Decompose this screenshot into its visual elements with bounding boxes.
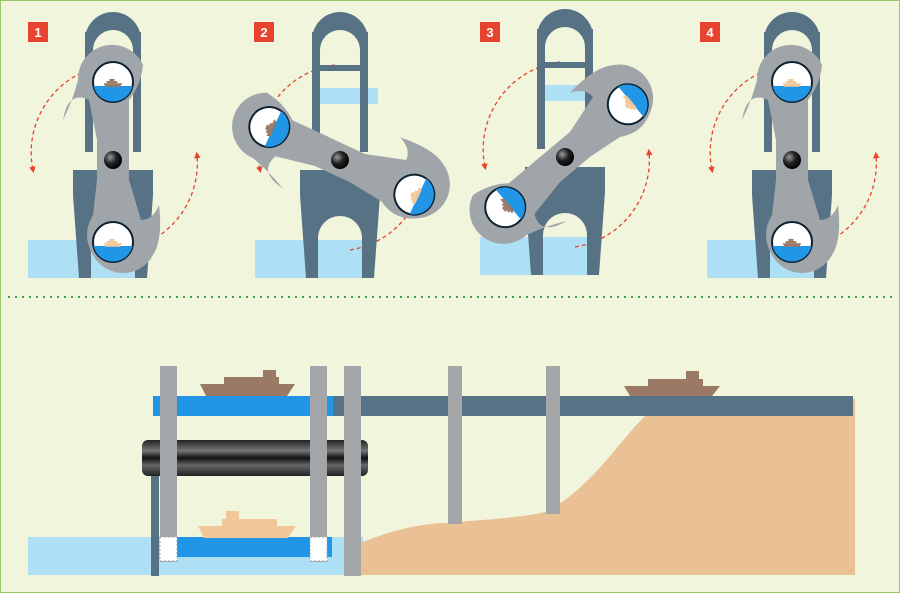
rotating-arm [742,44,840,273]
ship-icon [200,370,295,396]
upper-canal-water [318,88,378,104]
wheel-step-3 [469,9,684,275]
wheel-step-2 [232,12,450,278]
step-badge [28,22,48,42]
wheel-arm [160,366,177,562]
lower-gondola-water [160,537,332,557]
lower-gondola [93,222,133,262]
side-elevation [28,366,855,576]
step-number: 1 [34,25,41,40]
wheel-step-1 [28,12,197,278]
lower-gondola [772,222,812,262]
step-badge [480,22,500,42]
wheel-step-4 [707,12,876,278]
ship-icon [198,511,296,538]
axle-sphere [783,151,801,169]
upper-gondola-water [153,396,333,416]
step-number: 4 [706,25,714,40]
aqueduct-pillar [546,366,560,514]
step-number: 2 [260,25,267,40]
tower-column [151,476,159,576]
upper-gondola [93,62,133,102]
rotating-arm [63,44,161,273]
axle-sphere [104,151,122,169]
aqueduct-pillar [448,366,462,524]
ship-icon [624,371,720,396]
hill-terrain [355,399,855,575]
axle-sphere [556,148,574,166]
tower-column [344,366,361,576]
wheel-arm [310,366,327,562]
upper-gondola [772,62,812,102]
step-number: 3 [486,25,493,40]
step-badge [254,22,274,42]
axle-sphere [331,151,349,169]
step-badge [700,22,720,42]
